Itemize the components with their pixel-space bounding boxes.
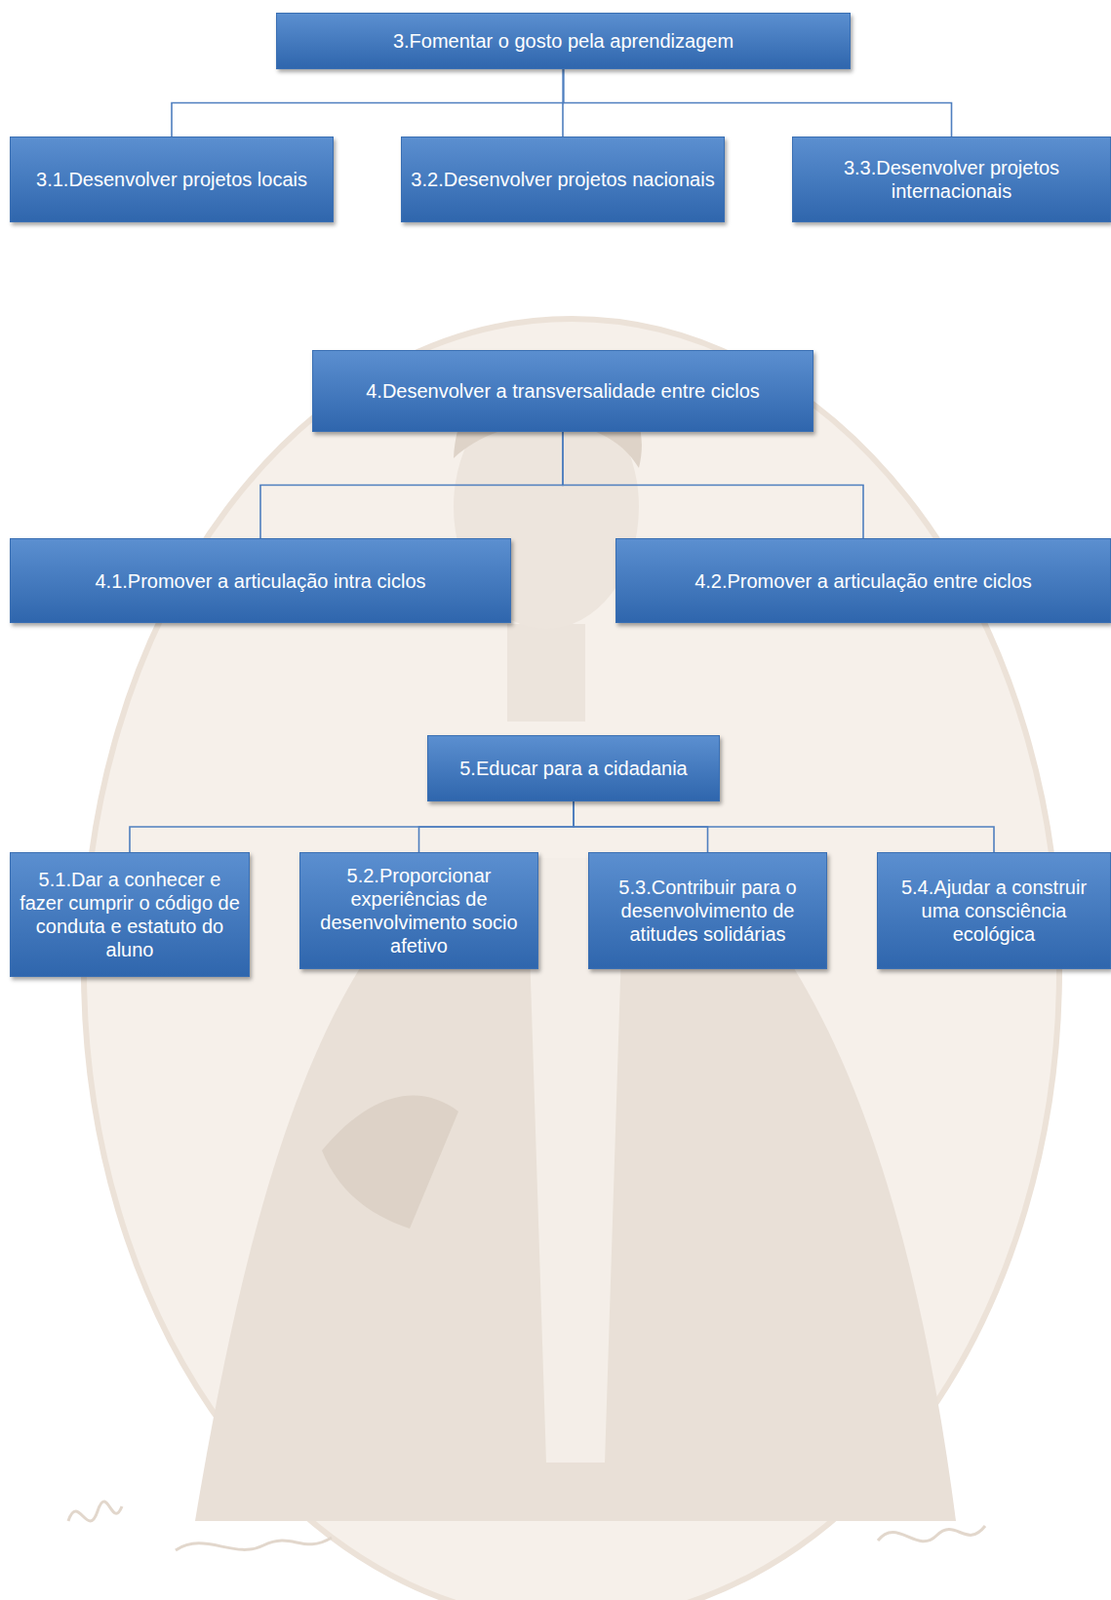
process-box: 5.3.Contribuir para o desenvolvimento de…: [588, 852, 828, 970]
tree-connector: [573, 801, 994, 853]
process-box: 3.Fomentar o gosto pela aprendizagem: [276, 12, 851, 70]
portrait-signature: [68, 1502, 986, 1551]
tree-connector: [260, 432, 563, 539]
box-label: 5.1.Dar a conhecer e fazer cumprir o cód…: [18, 868, 241, 962]
box-label: 5.2.Proporcionar experiências de desenvo…: [308, 864, 530, 958]
tree-connector: [419, 801, 575, 853]
box-label: 4.Desenvolver a transversalidade entre c…: [365, 379, 760, 403]
box-label: 3.1.Desenvolver projetos locais: [36, 167, 308, 192]
box-label: 4.2.Promover a articulação entre ciclos: [694, 569, 1032, 594]
process-box: 3.2.Desenvolver projetos nacionais: [400, 136, 725, 223]
process-box: 5.4.Ajudar a construir uma consciência e…: [876, 852, 1111, 970]
box-label: 5.4.Ajudar a construir uma consciência e…: [885, 875, 1103, 947]
process-box: 4.Desenvolver a transversalidade entre c…: [312, 350, 814, 433]
box-label: 4.1.Promover a articulação intra ciclos: [94, 569, 426, 594]
process-box: 3.3.Desenvolver projetos internacionais: [792, 136, 1111, 223]
box-label: 3.3.Desenvolver projetos internacionais: [800, 156, 1103, 203]
box-label: 3.2.Desenvolver projetos nacionais: [410, 167, 715, 192]
process-box: 4.1.Promover a articulação intra ciclos: [9, 538, 512, 624]
process-box: 3.1.Desenvolver projetos locais: [9, 136, 334, 223]
portrait-neck: [507, 624, 586, 722]
process-box: 5.2.Proporcionar experiências de desenvo…: [299, 852, 539, 970]
box-label: 5.Educar para a cidadania: [459, 756, 688, 781]
process-box: 5.Educar para a cidadania: [427, 735, 720, 802]
tree-connector: [171, 69, 564, 137]
process-box: 5.1.Dar a conhecer e fazer cumprir o cód…: [9, 852, 250, 978]
tree-connector: [563, 69, 953, 137]
tree-connector: [562, 432, 864, 539]
box-label: 3.Fomentar o gosto pela aprendizagem: [393, 29, 734, 53]
tree-connector: [129, 801, 574, 853]
portrait-hand: [321, 1096, 459, 1230]
process-box: 4.2.Promover a articulação entre ciclos: [615, 538, 1111, 624]
box-label: 5.3.Contribuir para o desenvolvimento de…: [596, 875, 819, 947]
